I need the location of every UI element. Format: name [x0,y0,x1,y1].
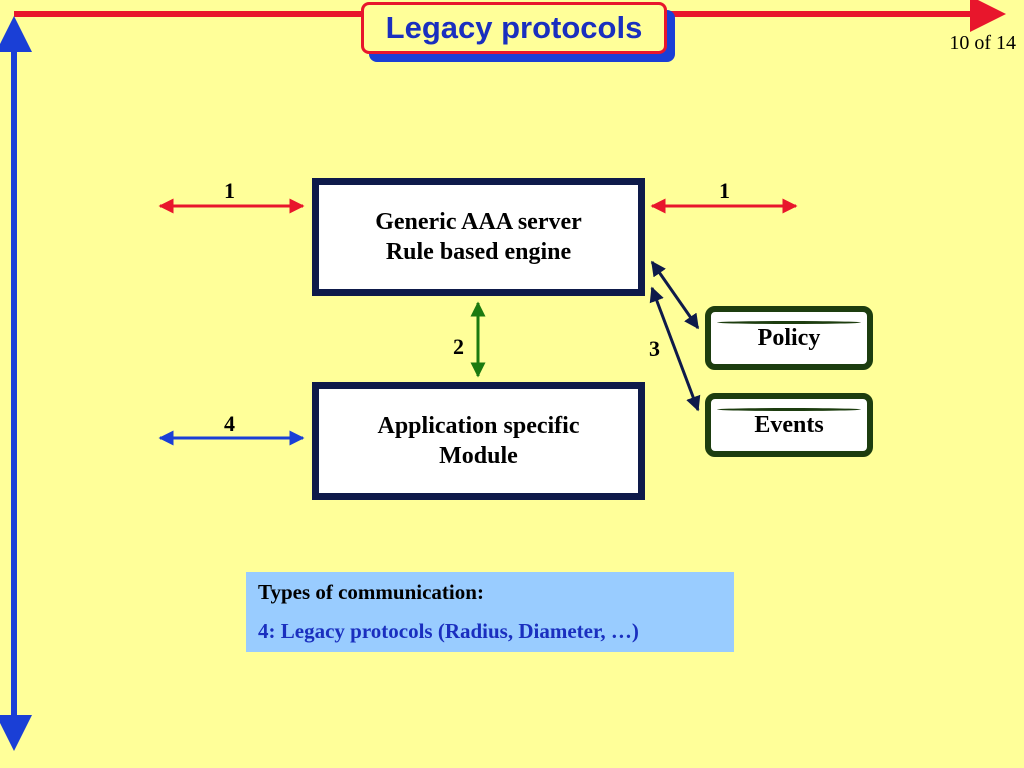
edge-label-right-top: 1 [719,178,730,203]
app-module-label: Application specific Module [377,413,580,469]
edge-label-left-bottom: 4 [224,411,235,436]
slide-title: Legacy protocols [385,10,643,45]
legend-heading: Types of communication: [258,580,484,604]
events-store: Events [705,393,873,457]
policy-store: Policy [705,306,873,370]
edge-server-policy-arrow [650,260,700,330]
aaa-server-label: Generic AAA server Rule based engine [375,209,582,265]
policy-store-lid [717,321,861,324]
page-number: 10 of 14 [949,32,1016,54]
events-label: Events [754,411,824,438]
legend-line: 4: Legacy protocols (Radius, Diameter, …… [258,619,639,643]
legend-box: Types of communication: 4: Legacy protoc… [246,572,734,652]
policy-label: Policy [757,324,821,351]
edge-server-events-arrow [649,286,701,412]
app-module-box: Application specific Module [312,382,645,500]
aaa-server-box: Generic AAA server Rule based engine [312,178,645,296]
edge-label-server-module: 2 [453,334,464,359]
edge-label-left-top: 1 [224,178,235,203]
title-banner: Legacy protocols [361,2,667,54]
events-store-lid [717,408,861,411]
edge-label-server-stores: 3 [649,336,660,361]
